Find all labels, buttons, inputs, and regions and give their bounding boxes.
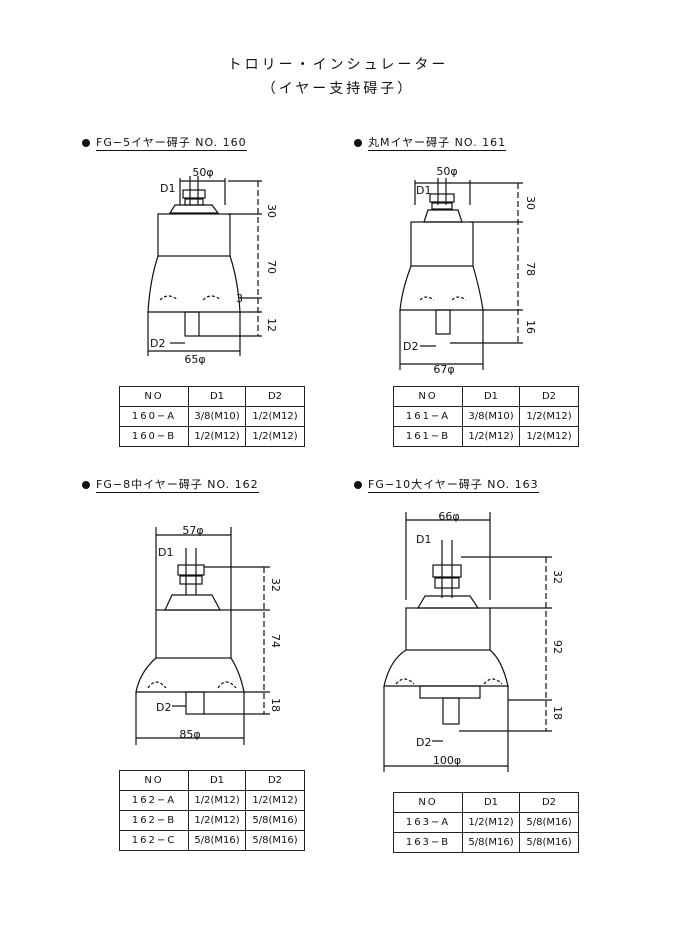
top-diameter-163: 66φ xyxy=(438,510,459,523)
table-row: 160−A 3/8(M10) 1/2(M12) xyxy=(119,406,305,427)
spec-table-160: NO D1 D2 160−A 3/8(M10) 1/2(M12) 160−B 1… xyxy=(119,386,305,447)
h3-label-162: 18 xyxy=(269,698,282,712)
bullet-icon xyxy=(354,481,362,489)
bottom-diameter-160: 65φ xyxy=(184,353,205,366)
d1-label-160: D1 xyxy=(160,182,175,195)
table-row: 161−B 1/2(M12) 1/2(M12) xyxy=(393,426,579,447)
h2-label-162: 74 xyxy=(269,634,282,648)
page-subtitle: （イヤー支持碍子） xyxy=(261,81,415,97)
d1-label-163: D1 xyxy=(416,533,431,546)
bullet-icon xyxy=(82,481,90,489)
table-header-row: NO D1 D2 xyxy=(119,770,305,791)
table-header-row: NO D1 D2 xyxy=(393,792,579,813)
section-heading-160: FG−5イヤー碍子 NO. 160 xyxy=(82,134,247,151)
spec-table-163: NO D1 D2 163−A 1/2(M12) 5/8(M16) 163−B 5… xyxy=(393,792,579,853)
h2-label-163: 92 xyxy=(551,640,564,654)
bottom-diameter-163: 100φ xyxy=(433,754,461,767)
h1-label-160: 30 xyxy=(265,204,278,218)
top-diameter-162: 57φ xyxy=(182,524,203,537)
lip-label-160: 3 xyxy=(236,292,243,305)
bottom-diameter-162: 85φ xyxy=(179,728,200,741)
d1-label-162: D1 xyxy=(158,546,173,559)
h1-label-162: 32 xyxy=(269,578,282,592)
section-heading-163: FG−10大イヤー碍子 NO. 163 xyxy=(354,476,539,493)
table-row: 162−C 5/8(M16) 5/8(M16) xyxy=(119,830,305,851)
h3-label-163: 18 xyxy=(551,706,564,720)
table-row: 160−B 1/2(M12) 1/2(M12) xyxy=(119,426,305,447)
h3-label-161: 16 xyxy=(524,320,537,334)
h3-label-160: 12 xyxy=(265,318,278,332)
table-row: 163−A 1/2(M12) 5/8(M16) xyxy=(393,812,579,833)
section-heading-162: FG−8中イヤー碍子 NO. 162 xyxy=(82,476,259,493)
bullet-icon xyxy=(354,139,362,147)
table-row: 162−A 1/2(M12) 1/2(M12) xyxy=(119,790,305,811)
h2-label-160: 70 xyxy=(265,260,278,274)
section-heading-161: 丸Mイヤー碍子 NO. 161 xyxy=(354,134,507,151)
page-title: トロリー・インシュレーター xyxy=(227,57,449,73)
spec-table-162: NO D1 D2 162−A 1/2(M12) 1/2(M12) 162−B 1… xyxy=(119,770,305,851)
d1-label-161: D1 xyxy=(416,184,431,197)
top-diameter-160: 50φ xyxy=(192,166,213,179)
h2-label-161: 78 xyxy=(524,262,537,276)
d2-label-160: D2 xyxy=(150,337,165,350)
h1-label-163: 32 xyxy=(551,570,564,584)
spec-table-161: NO D1 D2 161−A 3/8(M10) 1/2(M12) 161−B 1… xyxy=(393,386,579,447)
h1-label-161: 30 xyxy=(524,196,537,210)
d2-label-162: D2 xyxy=(156,701,171,714)
top-diameter-161: 50φ xyxy=(436,165,457,178)
d2-label-163: D2 xyxy=(416,736,431,749)
d2-label-161: D2 xyxy=(403,340,418,353)
bottom-diameter-161: 67φ xyxy=(433,363,454,376)
bullet-icon xyxy=(82,139,90,147)
table-row: 163−B 5/8(M16) 5/8(M16) xyxy=(393,832,579,853)
